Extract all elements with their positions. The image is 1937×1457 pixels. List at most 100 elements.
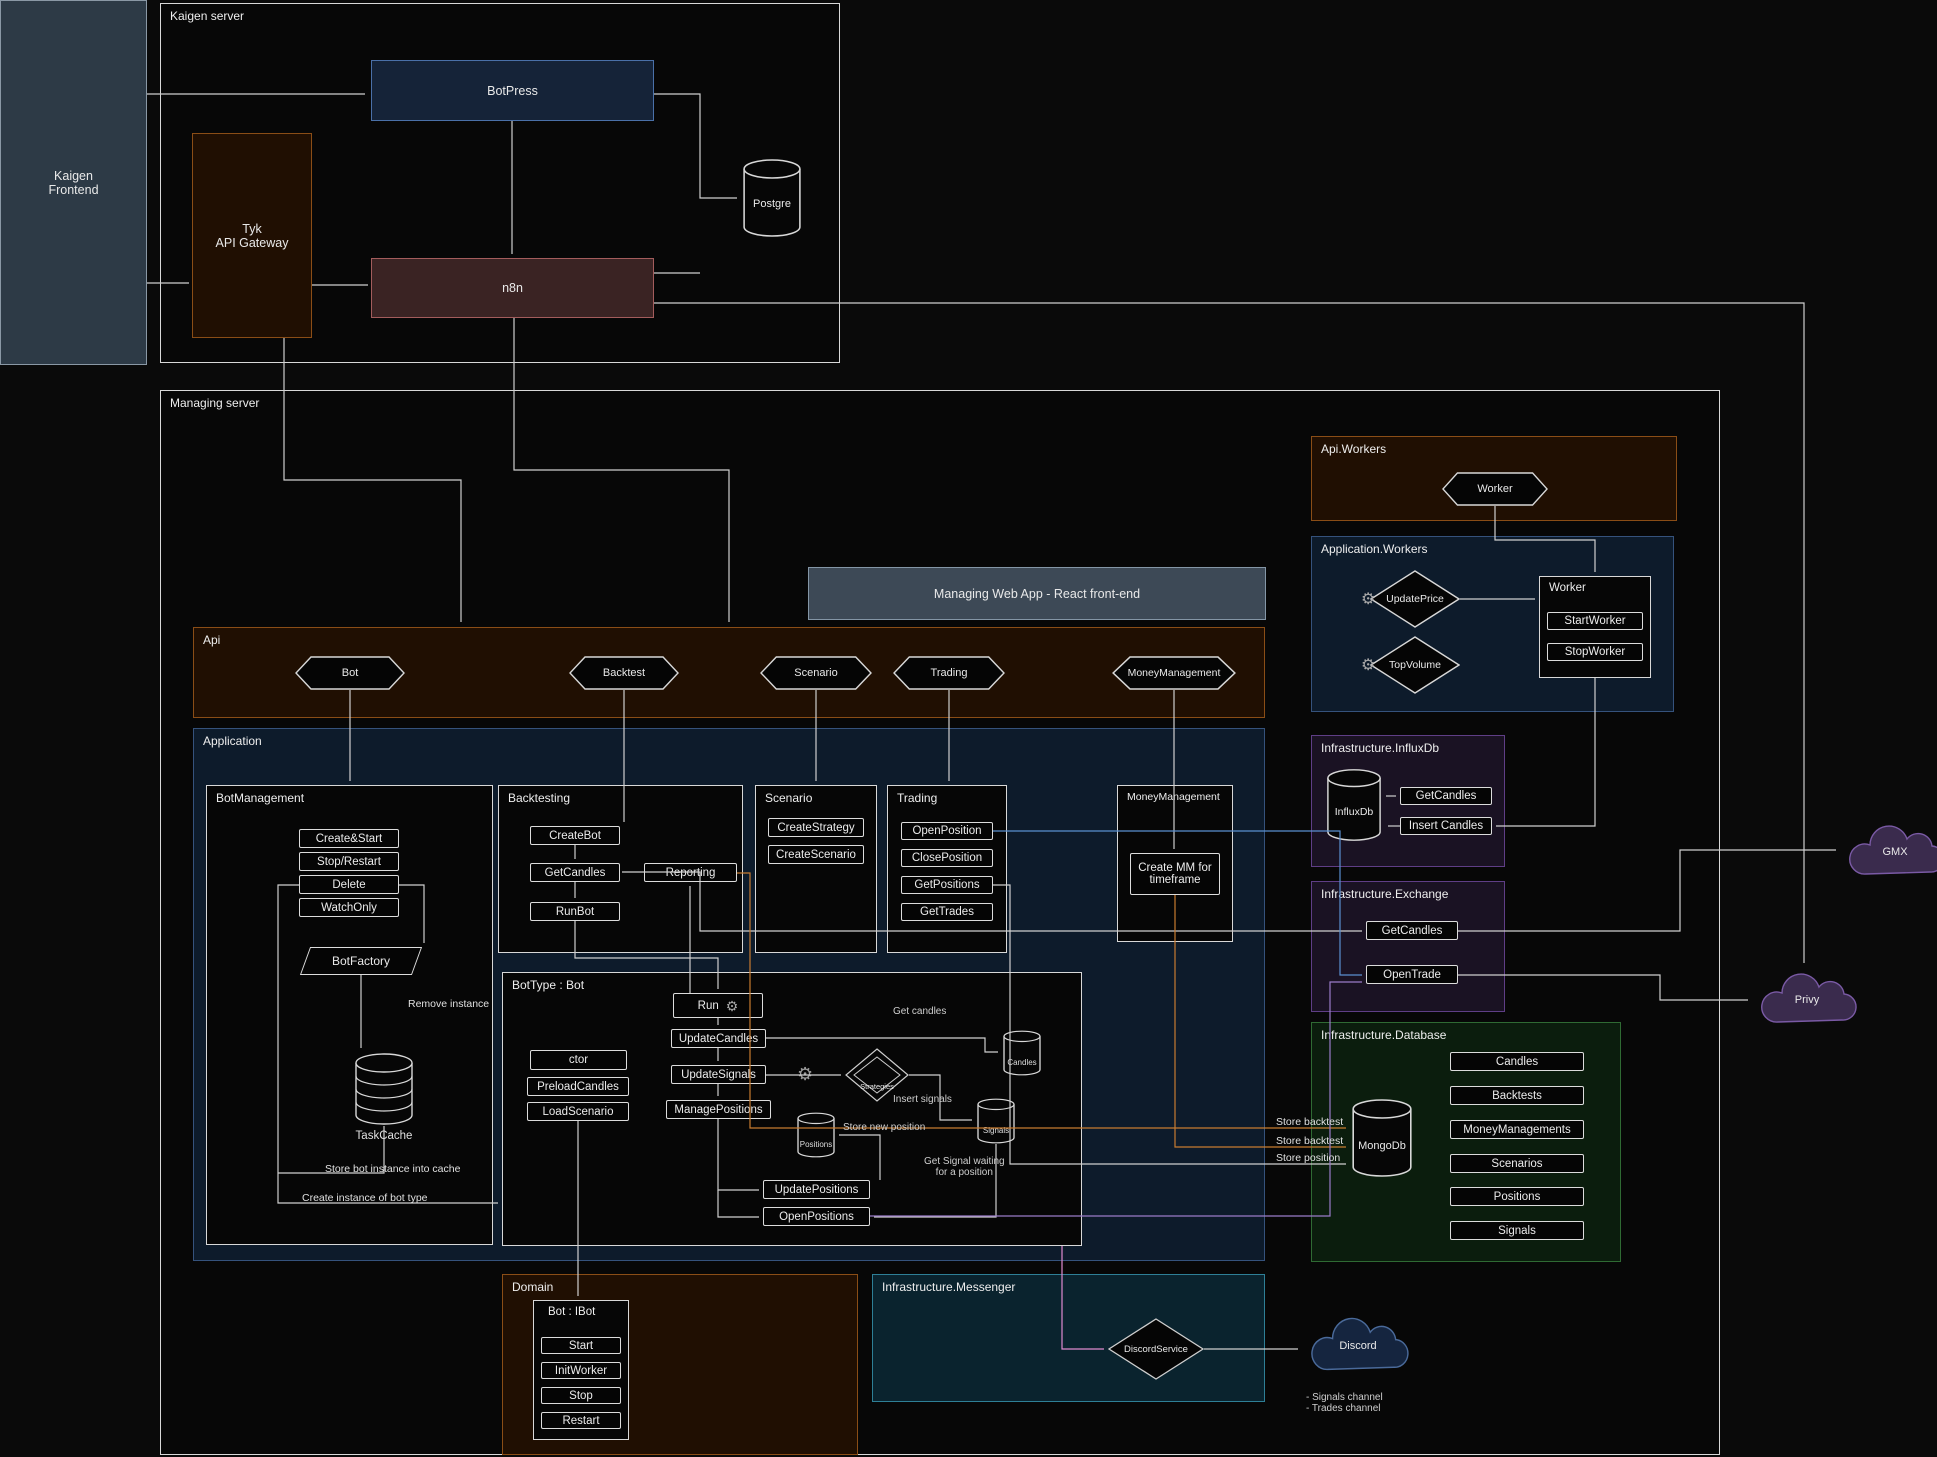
influxdb-database[interactable]: InfluxDb: [1325, 768, 1383, 842]
privy-cloud[interactable]: Privy: [1752, 968, 1862, 1032]
infra-messenger-container[interactable]: Infrastructure.Messenger: [872, 1274, 1265, 1402]
discord-service-label: DiscordService: [1124, 1343, 1188, 1355]
tyk-gateway-node[interactable]: Tyk API Gateway: [192, 133, 312, 338]
create-mm-button[interactable]: Create MM for timeframe: [1130, 853, 1220, 895]
run-label: Run: [697, 999, 719, 1012]
privy-label: Privy: [1794, 994, 1820, 1006]
create-instance-note: Create instance of bot type: [302, 1192, 428, 1204]
discord-channels-note: - Signals channel - Trades channel: [1306, 1392, 1383, 1414]
collection-moneymanagements-button[interactable]: MoneyManagements: [1450, 1120, 1584, 1139]
botpress-label: BotPress: [487, 83, 538, 98]
postgre-database[interactable]: Postgre: [741, 158, 803, 238]
bot-factory-node[interactable]: BotFactory: [299, 947, 423, 975]
api-backtest-hexagon[interactable]: Backtest: [569, 656, 679, 690]
api-moneymanagement-label: MoneyManagement: [1127, 667, 1221, 679]
update-price-label: UpdatePrice: [1386, 593, 1444, 605]
money-management-title: MoneyManagement: [1127, 791, 1220, 803]
collection-candles-button[interactable]: Candles: [1450, 1052, 1584, 1071]
create-scenario-button[interactable]: CreateScenario: [768, 845, 864, 864]
close-position-button[interactable]: ClosePosition: [901, 849, 993, 867]
signals-store[interactable]: [976, 1098, 1016, 1144]
create-start-button[interactable]: Create&Start: [299, 829, 399, 848]
store-backtest-label-2: Store backtest: [1276, 1135, 1344, 1147]
create-bot-button[interactable]: CreateBot: [530, 826, 620, 845]
discord-service-node[interactable]: DiscordService: [1108, 1318, 1204, 1380]
stop-method-button[interactable]: Stop: [541, 1387, 621, 1404]
top-volume-label: TopVolume: [1389, 659, 1441, 671]
worker-endpoint-hexagon[interactable]: Worker: [1442, 472, 1548, 506]
init-worker-method-button[interactable]: InitWorker: [541, 1362, 621, 1379]
application-title: Application: [203, 734, 262, 748]
reporting-button[interactable]: Reporting: [644, 863, 737, 882]
worker-endpoint-label: Worker: [1477, 483, 1513, 495]
start-method-button[interactable]: Start: [541, 1337, 621, 1354]
get-positions-button[interactable]: GetPositions: [901, 876, 993, 894]
api-bot-hexagon[interactable]: Bot: [295, 656, 405, 690]
load-scenario-button[interactable]: LoadScenario: [527, 1102, 629, 1121]
infra-exchange-container[interactable]: Infrastructure.Exchange: [1311, 881, 1505, 1012]
postgre-label: Postgre: [753, 198, 791, 210]
positions-store[interactable]: [796, 1112, 836, 1158]
trading-module[interactable]: Trading: [887, 785, 1007, 953]
kaigen-frontend-node[interactable]: Kaigen Frontend: [0, 0, 147, 365]
update-signals-button[interactable]: UpdateSignals: [671, 1065, 766, 1084]
api-scenario-hexagon[interactable]: Scenario: [760, 656, 872, 690]
api-trading-label: Trading: [930, 667, 968, 679]
create-strategy-button[interactable]: CreateStrategy: [768, 818, 864, 837]
backtesting-title: Backtesting: [508, 791, 571, 805]
infra-messenger-title: Infrastructure.Messenger: [882, 1280, 1016, 1294]
get-candles-note: Get candles: [893, 1006, 947, 1017]
ctor-button[interactable]: ctor: [530, 1050, 627, 1070]
store-backtest-label-1: Store backtest: [1276, 1116, 1344, 1128]
restart-method-button[interactable]: Restart: [541, 1412, 621, 1429]
infra-database-title: Infrastructure.Database: [1321, 1028, 1447, 1042]
run-bot-button[interactable]: RunBot: [530, 902, 620, 921]
backtesting-get-candles-button[interactable]: GetCandles: [530, 863, 620, 882]
collection-signals-button[interactable]: Signals: [1450, 1221, 1584, 1240]
candles-store[interactable]: [1002, 1030, 1042, 1076]
preload-candles-button[interactable]: PreloadCandles: [527, 1077, 629, 1096]
start-worker-button[interactable]: StartWorker: [1547, 612, 1643, 630]
update-positions-button[interactable]: UpdatePositions: [763, 1180, 870, 1199]
open-position-button[interactable]: OpenPosition: [901, 822, 993, 840]
managing-server-title: Managing server: [170, 396, 260, 410]
manage-positions-button[interactable]: ManagePositions: [666, 1100, 771, 1119]
discord-cloud-label: Discord: [1339, 1340, 1377, 1352]
mongodb-database[interactable]: MongoDb: [1350, 1098, 1414, 1178]
collection-positions-button[interactable]: Positions: [1450, 1187, 1584, 1206]
run-button[interactable]: Run ⚙: [673, 993, 763, 1018]
update-price-node[interactable]: UpdatePrice ⚙: [1361, 570, 1460, 628]
api-trading-hexagon[interactable]: Trading: [893, 656, 1005, 690]
botpress-node[interactable]: BotPress: [371, 60, 654, 121]
mongodb-label: MongoDb: [1358, 1140, 1406, 1152]
tyk-gateway-label: Tyk API Gateway: [215, 221, 289, 250]
gmx-cloud[interactable]: GMX: [1840, 820, 1937, 884]
scenario-title: Scenario: [765, 791, 813, 805]
api-scenario-label: Scenario: [794, 667, 838, 679]
delete-button[interactable]: Delete: [299, 875, 399, 894]
exchange-open-trade-button[interactable]: OpenTrade: [1366, 965, 1458, 984]
get-trades-button[interactable]: GetTrades: [901, 903, 993, 921]
top-volume-node[interactable]: TopVolume ⚙: [1361, 636, 1460, 694]
n8n-node[interactable]: n8n: [371, 258, 654, 318]
store-instance-note: Store bot instance into cache: [325, 1163, 461, 1175]
stop-worker-button[interactable]: StopWorker: [1547, 643, 1643, 661]
open-positions-button[interactable]: OpenPositions: [763, 1207, 870, 1226]
kaigen-frontend-label: Kaigen Frontend: [48, 168, 99, 197]
discord-cloud[interactable]: Discord: [1302, 1312, 1414, 1380]
task-cache-store[interactable]: [352, 1052, 416, 1126]
collection-backtests-button[interactable]: Backtests: [1450, 1086, 1584, 1105]
task-cache-label: TaskCache: [355, 1130, 413, 1142]
collection-scenarios-button[interactable]: Scenarios: [1450, 1154, 1584, 1173]
api-moneymanagement-hexagon[interactable]: MoneyManagement: [1112, 656, 1236, 690]
influx-insert-candles-button[interactable]: Insert Candles: [1400, 817, 1492, 835]
infra-influxdb-title: Infrastructure.InfluxDb: [1321, 741, 1440, 755]
web-app-node[interactable]: Managing Web App - React front-end: [808, 567, 1266, 620]
exchange-get-candles-button[interactable]: GetCandles: [1366, 921, 1458, 940]
watchonly-button[interactable]: WatchOnly: [299, 898, 399, 917]
bot-type-title: BotType : Bot: [512, 978, 585, 992]
update-candles-button[interactable]: UpdateCandles: [671, 1029, 766, 1048]
influx-get-candles-button[interactable]: GetCandles: [1400, 787, 1492, 805]
stop-restart-button[interactable]: Stop/Restart: [299, 852, 399, 871]
scenario-module[interactable]: Scenario: [755, 785, 877, 953]
